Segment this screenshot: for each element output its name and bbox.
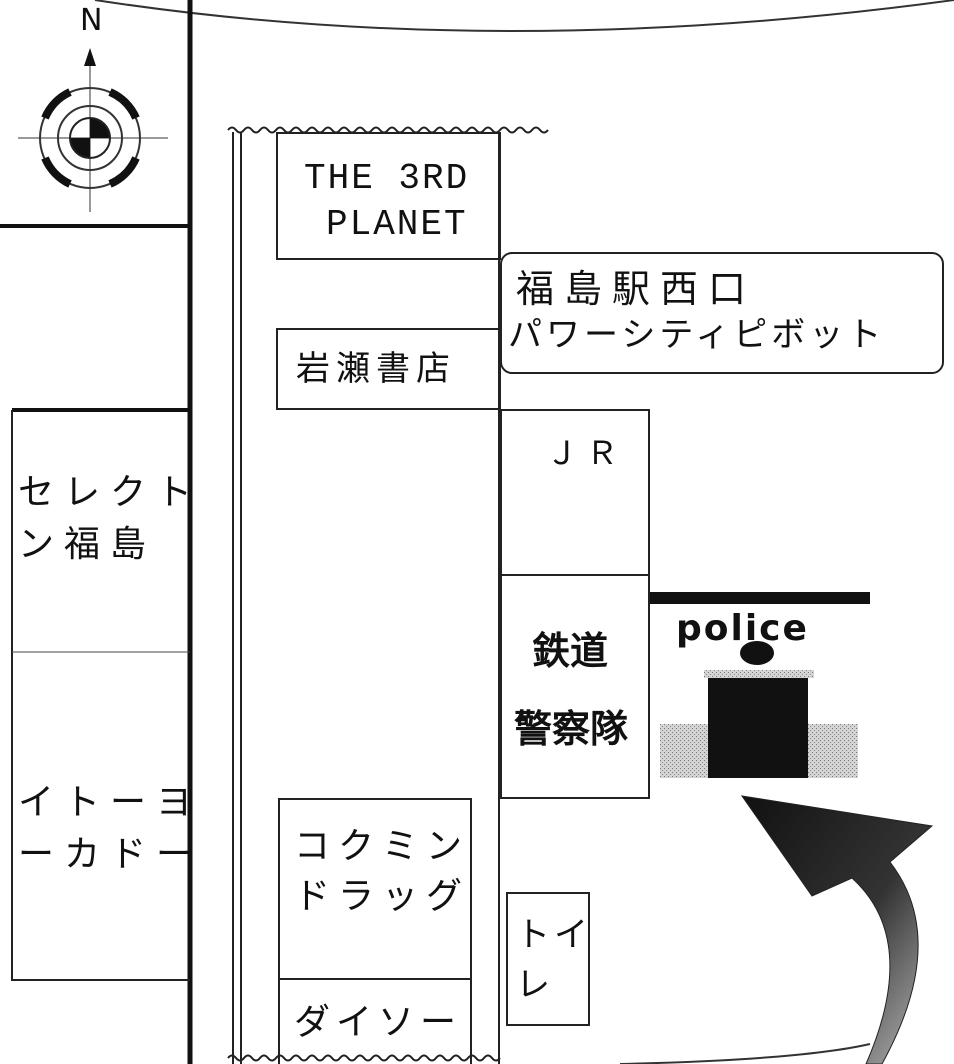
compass-north-label: N bbox=[80, 3, 103, 38]
wavy-bottom bbox=[227, 1054, 501, 1062]
left-shops-outline bbox=[11, 410, 190, 981]
powercity-pivot-label-line1: 福島駅西口 bbox=[516, 267, 757, 311]
kokumin-drug-block: コクミン ドラッグ bbox=[278, 798, 472, 980]
selecton-fukushima-label-line1: セレクト bbox=[18, 472, 203, 513]
bottom-arc bbox=[619, 1043, 871, 1064]
compass-icon bbox=[18, 48, 168, 212]
kokumin-drug-label-line1: コクミン bbox=[294, 826, 471, 867]
railway-police-label-line2: 警察隊 bbox=[514, 707, 629, 751]
the-3rd-planet-label-line2: PLANET bbox=[326, 204, 468, 245]
selecton-fukushima-label-line2: ン福島 bbox=[18, 524, 157, 565]
daiso-block: ダイソー bbox=[278, 978, 472, 1064]
toilet-label-line2: レ bbox=[516, 965, 550, 1005]
powercity-pivot-block: 福島駅西口 パワーシティピボット bbox=[500, 252, 944, 374]
toilet-label-line1: トイ bbox=[516, 915, 592, 955]
toilet-block: トイ レ bbox=[506, 892, 590, 1026]
powercity-pivot-label-line2: パワーシティピボット bbox=[508, 315, 886, 355]
daiso-label: ダイソー bbox=[294, 1002, 463, 1043]
top-arc bbox=[94, 0, 954, 32]
ito-yokado-label-line1: イトーヨ bbox=[18, 782, 203, 823]
ito-yokado-label-line2: ーカドー bbox=[18, 834, 203, 875]
curved-arrow-icon bbox=[740, 795, 934, 1064]
railway-police-label-line1: 鉄道 bbox=[532, 629, 609, 673]
iwase-bookstore-label: 岩瀬書店 bbox=[296, 349, 456, 389]
iwase-bookstore-block: 岩瀬書店 bbox=[276, 328, 501, 410]
the-3rd-planet-label-line1: THE 3RD bbox=[304, 158, 470, 199]
railway-police-block: 鉄道 警察隊 bbox=[500, 574, 650, 799]
jr-label: ＪＲ bbox=[546, 434, 627, 472]
kokumin-drug-label-line2: ドラッグ bbox=[294, 876, 471, 917]
jr-block: ＪＲ bbox=[500, 409, 650, 576]
police-label: police bbox=[676, 608, 809, 649]
police-box-icon bbox=[650, 592, 870, 778]
the-3rd-planet-block: THE 3RD PLANET bbox=[276, 132, 501, 260]
